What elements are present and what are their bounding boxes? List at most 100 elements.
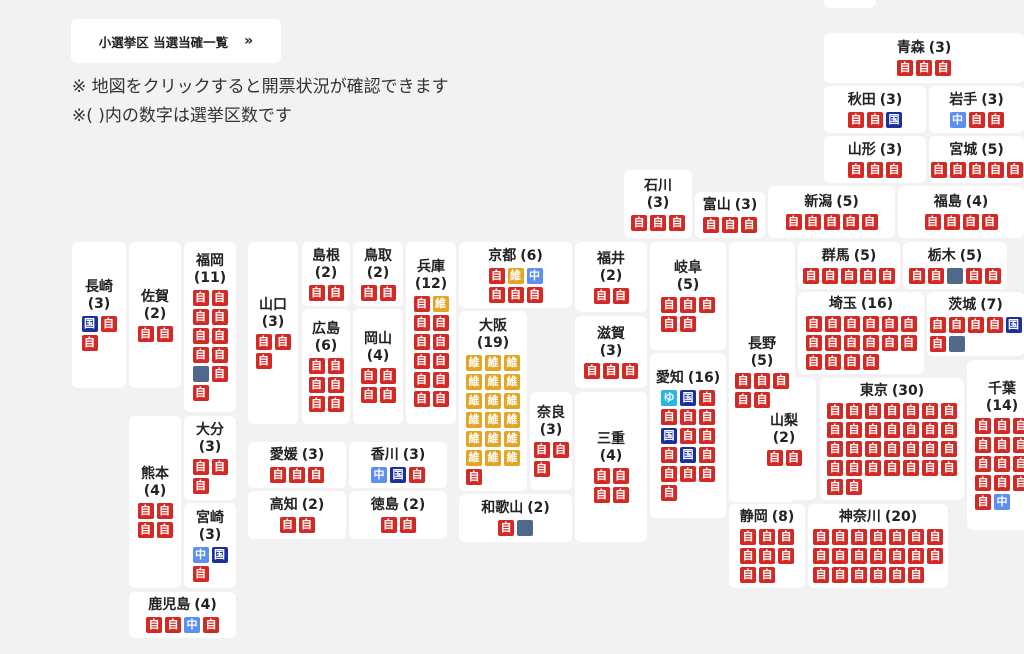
prefecture-shiga[interactable]: 滋賀(3)自自自 bbox=[575, 316, 647, 388]
seat-badge-jimin: 自 bbox=[994, 474, 1010, 491]
prefecture-name: 山形 bbox=[847, 141, 876, 158]
prefecture-name: 長崎 bbox=[85, 279, 113, 295]
seat-badge-jimin: 自 bbox=[843, 316, 860, 332]
prefecture-nara[interactable]: 奈良(3)自自自 bbox=[530, 392, 572, 490]
prefecture-saga[interactable]: 佐賀(2)自自 bbox=[129, 242, 181, 388]
seat-badge-jimin: 自 bbox=[1006, 161, 1023, 178]
prefecture-okayama[interactable]: 岡山(4)自自自自 bbox=[353, 309, 403, 424]
prefecture-fukuoka[interactable]: 福岡(11)自自自自自自自自自自 bbox=[184, 242, 236, 412]
seat-badge-jimin: 自 bbox=[137, 522, 154, 538]
prefecture-gifu[interactable]: 岐阜(5)自自自自自 bbox=[650, 242, 726, 350]
prefecture-tokushima[interactable]: 徳島(2)自自 bbox=[349, 491, 447, 539]
district-count: (2) bbox=[527, 500, 550, 516]
seat-badge-jimin: 自 bbox=[909, 267, 925, 284]
seat-badge-jimin: 自 bbox=[612, 287, 629, 304]
seat-badge-jimin: 自 bbox=[699, 466, 715, 482]
seat-badge-jimin: 自 bbox=[865, 403, 881, 419]
district-count: (5) bbox=[853, 247, 877, 264]
seat-badge-jimin: 自 bbox=[846, 403, 862, 419]
seat-badge-jimin: 自 bbox=[889, 567, 905, 583]
seat-badge-jimin: 自 bbox=[929, 316, 946, 333]
seat-badge-jimin: 自 bbox=[680, 297, 696, 313]
seat-badge-jimin: 自 bbox=[432, 334, 449, 350]
seat-badge-kokumin: 国 bbox=[390, 467, 406, 483]
district-count: (2) bbox=[301, 497, 325, 513]
prefecture-kagawa[interactable]: 香川(3)中国自 bbox=[349, 442, 447, 488]
district-winners-list-button[interactable]: 小選挙区 当選当確一覧 » bbox=[71, 19, 281, 63]
district-count: (4) bbox=[143, 483, 167, 499]
seat-list: 自自 bbox=[360, 284, 396, 301]
prefecture-label: 熊本(4) bbox=[141, 466, 169, 500]
seat-list: 自自自自 bbox=[360, 367, 396, 403]
prefecture-oita[interactable]: 大分(3)自自自 bbox=[184, 416, 236, 500]
prefecture-ibaraki[interactable]: 茨城(7)自自自自国自 bbox=[927, 292, 1024, 356]
map-box-partial bbox=[824, 0, 876, 8]
seat-badge-jimin: 自 bbox=[981, 214, 998, 230]
prefecture-hyogo[interactable]: 兵庫(12)自維自自自自自自自自自自 bbox=[406, 242, 456, 424]
prefecture-ishikawa[interactable]: 石川(3)自自自 bbox=[624, 170, 692, 238]
seat-badge-ishin: 維 bbox=[504, 411, 520, 428]
seat-badge-jimin: 自 bbox=[327, 284, 344, 301]
prefecture-name: 岡山 bbox=[364, 330, 392, 347]
prefecture-yamagata[interactable]: 山形(3)自自自 bbox=[824, 136, 926, 183]
prefecture-kochi[interactable]: 高知(2)自自 bbox=[248, 491, 346, 539]
prefecture-kagoshima[interactable]: 鹿児島(4)自自中自 bbox=[129, 592, 236, 638]
double-chevron-right-icon: » bbox=[244, 33, 254, 49]
prefecture-label: 和歌山(2) bbox=[481, 500, 550, 517]
prefecture-kumamoto[interactable]: 熊本(4)自自自自 bbox=[129, 416, 181, 588]
prefecture-nagasaki[interactable]: 長崎(3)国自自 bbox=[72, 242, 126, 388]
prefecture-fukui[interactable]: 福井(2)自自 bbox=[575, 242, 647, 312]
district-count: (16) bbox=[860, 296, 894, 312]
prefecture-yamaguchi[interactable]: 山口(3)自自自 bbox=[248, 242, 298, 424]
prefecture-shizuoka[interactable]: 静岡(8)自自自自自自自自 bbox=[729, 504, 805, 588]
prefecture-name: 栃木 bbox=[927, 247, 956, 264]
seat-badge-jimin: 自 bbox=[908, 567, 924, 583]
prefecture-wakayama[interactable]: 和歌山(2)自 bbox=[459, 494, 572, 542]
prefecture-shimane[interactable]: 島根(2)自自 bbox=[302, 242, 350, 306]
prefecture-kanagawa[interactable]: 神奈川(20)自自自自自自自自自自自自自自自自自自自自 bbox=[808, 504, 948, 588]
seat-badge-jimin: 自 bbox=[379, 284, 396, 301]
prefecture-name: 長野 bbox=[748, 336, 776, 352]
prefecture-miyagi[interactable]: 宮城(5)自自自自自 bbox=[929, 136, 1024, 183]
prefecture-aomori[interactable]: 青森(3)自自自 bbox=[824, 33, 1024, 83]
prefecture-hiroshima[interactable]: 広島(6)自自自自自自 bbox=[302, 309, 350, 424]
prefecture-tokyo[interactable]: 東京(30)自自自自自自自自自自自自自自自自自自自自自自自自自自自自自自 bbox=[820, 378, 964, 500]
prefecture-miyazaki[interactable]: 宮崎(3)中国自 bbox=[184, 503, 236, 588]
district-count: (2) bbox=[772, 429, 796, 446]
seat-list: 自自自 bbox=[631, 214, 685, 231]
seat-badge-jimin: 自 bbox=[584, 362, 600, 379]
prefecture-mie[interactable]: 三重(4)自自自自 bbox=[575, 392, 647, 542]
seat-list: 自自自 bbox=[848, 161, 902, 178]
seat-badge-jimin: 自 bbox=[661, 409, 677, 425]
prefecture-tottori[interactable]: 鳥取(2)自自 bbox=[353, 242, 403, 306]
prefecture-tochigi[interactable]: 栃木(5)自自自自 bbox=[903, 242, 1007, 289]
district-count: (3) bbox=[981, 91, 1004, 108]
seat-badge-jimin: 自 bbox=[274, 334, 291, 350]
seat-badge-jimin: 自 bbox=[848, 161, 864, 178]
district-count: (2) bbox=[143, 305, 167, 322]
prefecture-akita[interactable]: 秋田(3)自自国 bbox=[824, 86, 926, 133]
prefecture-osaka[interactable]: 大阪(19)維維維維維維維維維維維維維維維維維維自 bbox=[459, 311, 527, 491]
prefecture-name: 佐賀 bbox=[141, 288, 169, 305]
seat-badge-jimin: 自 bbox=[813, 548, 829, 564]
seat-badge-jimin: 自 bbox=[986, 316, 1003, 333]
seat-badge-jimin: 自 bbox=[813, 529, 829, 545]
prefecture-saitama[interactable]: 埼玉(16)自自自自自自自自自自自自自自自自 bbox=[798, 292, 924, 374]
prefecture-kyoto[interactable]: 京都(6)自維中自自自 bbox=[459, 242, 572, 308]
seat-badge-jimin: 自 bbox=[308, 377, 325, 393]
prefecture-iwate[interactable]: 岩手(3)中自自 bbox=[929, 86, 1024, 133]
prefecture-ehime[interactable]: 愛媛(3)自自自 bbox=[248, 442, 346, 488]
prefecture-toyama[interactable]: 富山(3)自自自 bbox=[695, 192, 765, 238]
prefecture-fukushima[interactable]: 福島(4)自自自自 bbox=[898, 186, 1024, 238]
district-count: (3) bbox=[539, 422, 563, 438]
seat-badge-jimin: 自 bbox=[827, 479, 843, 495]
seat-badge-jimin: 自 bbox=[661, 466, 677, 482]
prefecture-niigata[interactable]: 新潟(5)自自自自自 bbox=[768, 186, 895, 238]
prefecture-gunma[interactable]: 群馬(5)自自自自自 bbox=[798, 242, 900, 289]
seat-badge-ishin: 維 bbox=[466, 430, 482, 447]
prefecture-chiba[interactable]: 千葉(14)自自自自自自自自自自自自自中 bbox=[967, 360, 1024, 530]
prefecture-aichi[interactable]: 愛知(16)ゆ国自自自自国自自自国自自自自自 bbox=[650, 353, 726, 518]
seat-badge-jimin: 自 bbox=[975, 436, 991, 453]
seat-badge-jimin: 自 bbox=[1013, 417, 1024, 434]
prefecture-label: 奈良(3) bbox=[537, 405, 565, 439]
